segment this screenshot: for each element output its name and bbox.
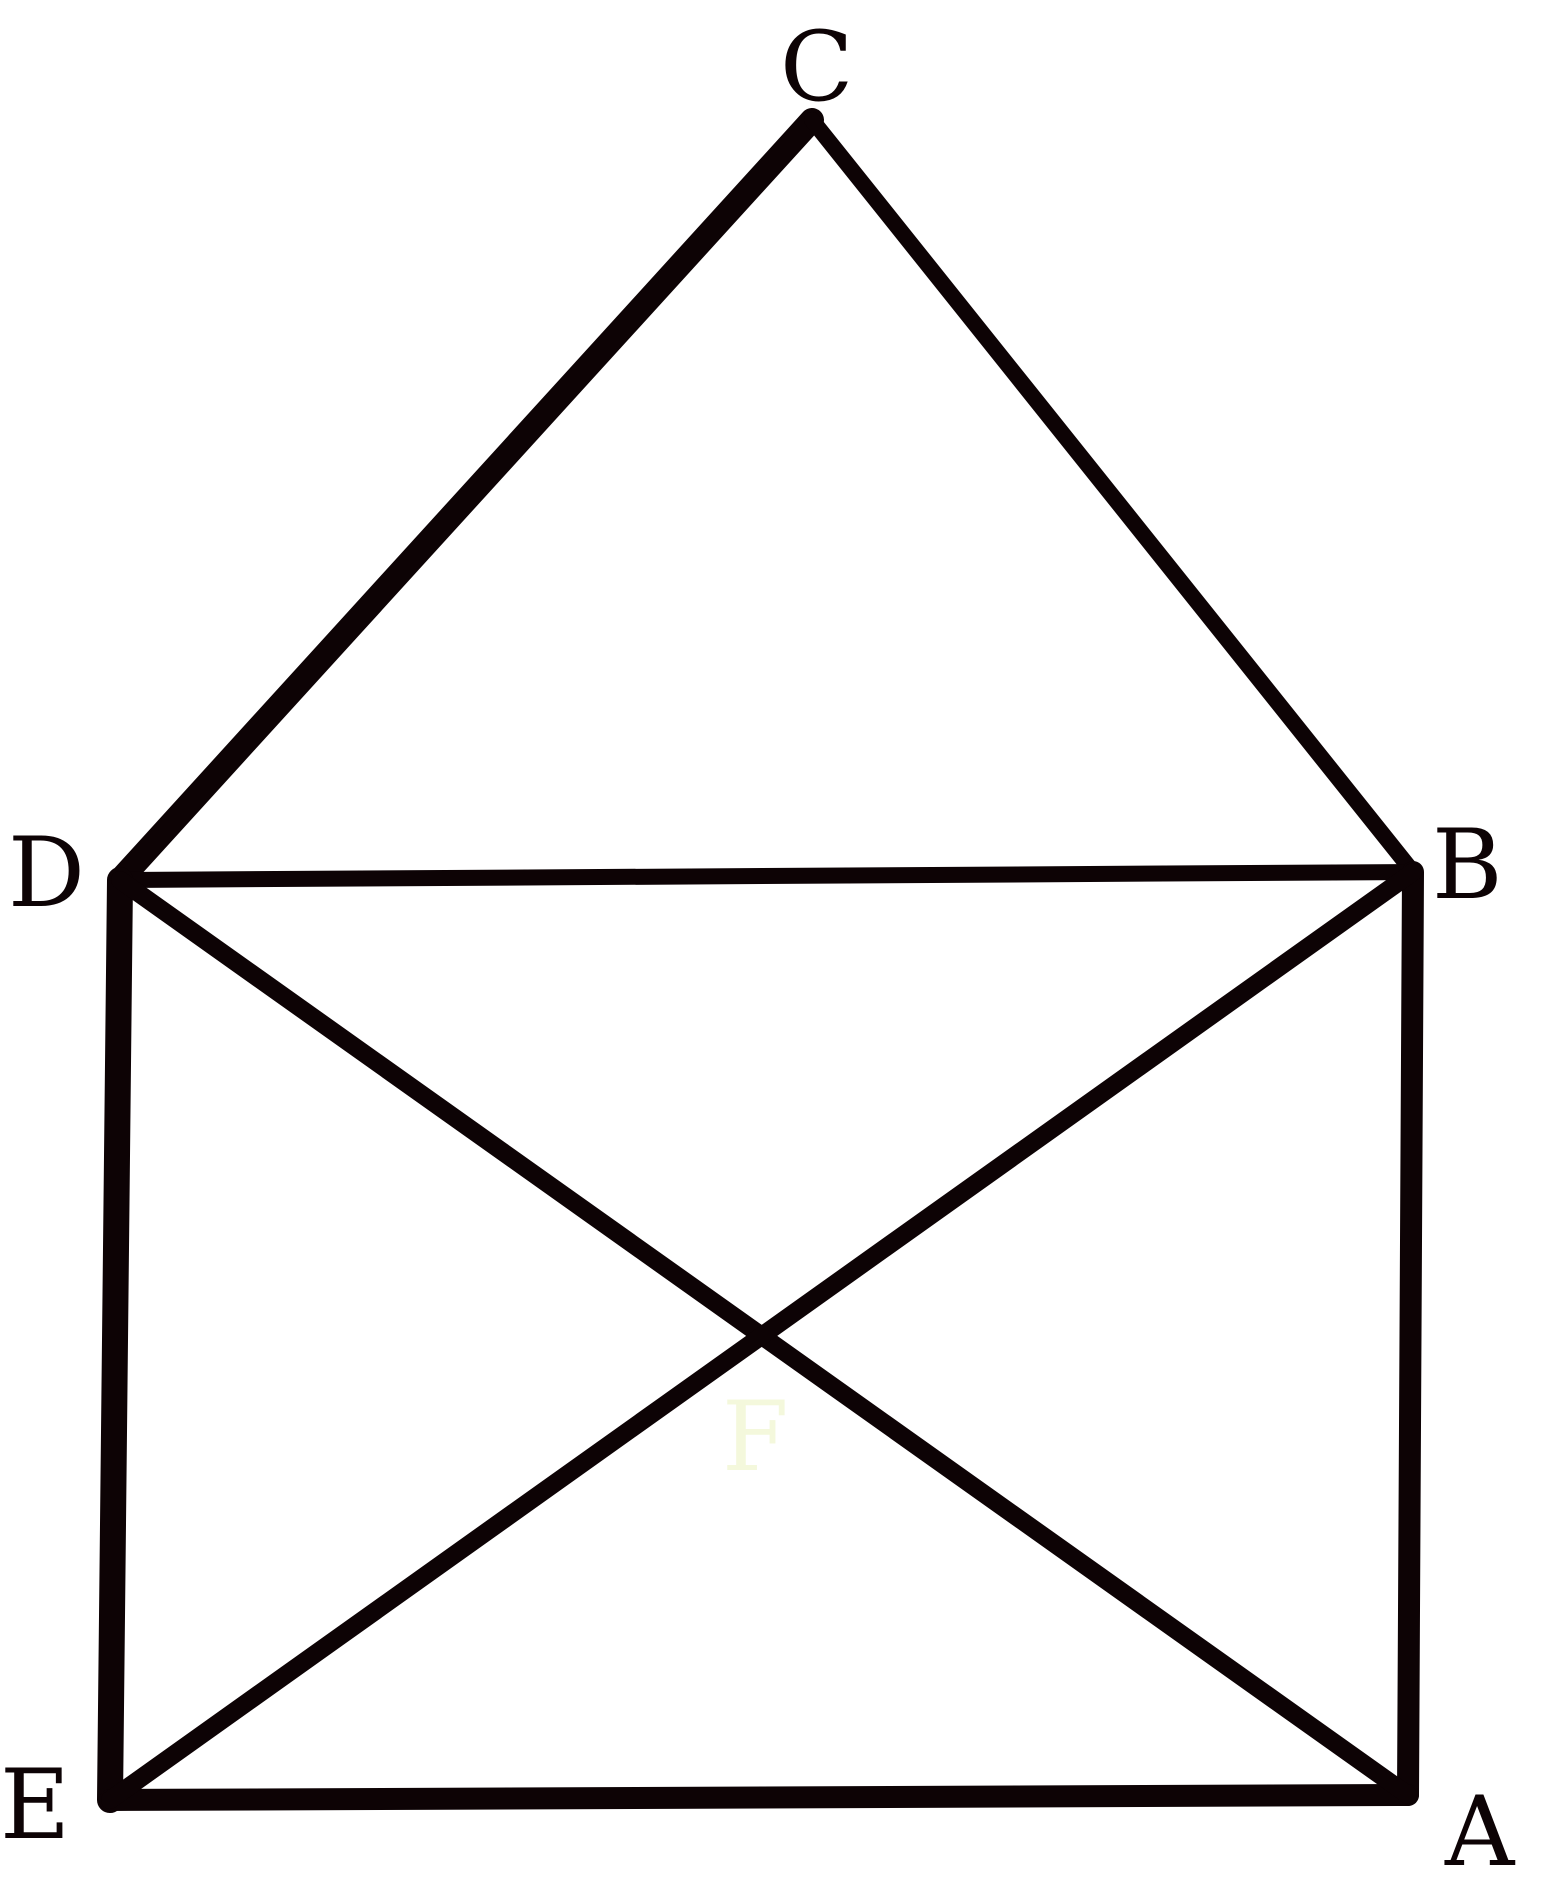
vertex-label-c: C [780, 11, 853, 123]
edge-ba [1397, 861, 1424, 1806]
vertex-label-f: F [722, 1381, 789, 1493]
edge-ea [99, 1784, 1419, 1811]
labels-group: A B C D E F [0, 11, 1516, 1879]
edge-cb [804, 112, 1421, 880]
vertex-label-d: D [8, 817, 85, 929]
edges-group [97, 108, 1424, 1813]
edge-eb [101, 863, 1422, 1809]
edge-dc [108, 108, 824, 892]
vertex-label-b: B [1432, 809, 1503, 921]
vertex-label-e: E [0, 1749, 70, 1861]
edge-de [97, 867, 133, 1813]
edge-db [112, 864, 1421, 888]
vertex-label-a: A [1444, 1776, 1516, 1879]
